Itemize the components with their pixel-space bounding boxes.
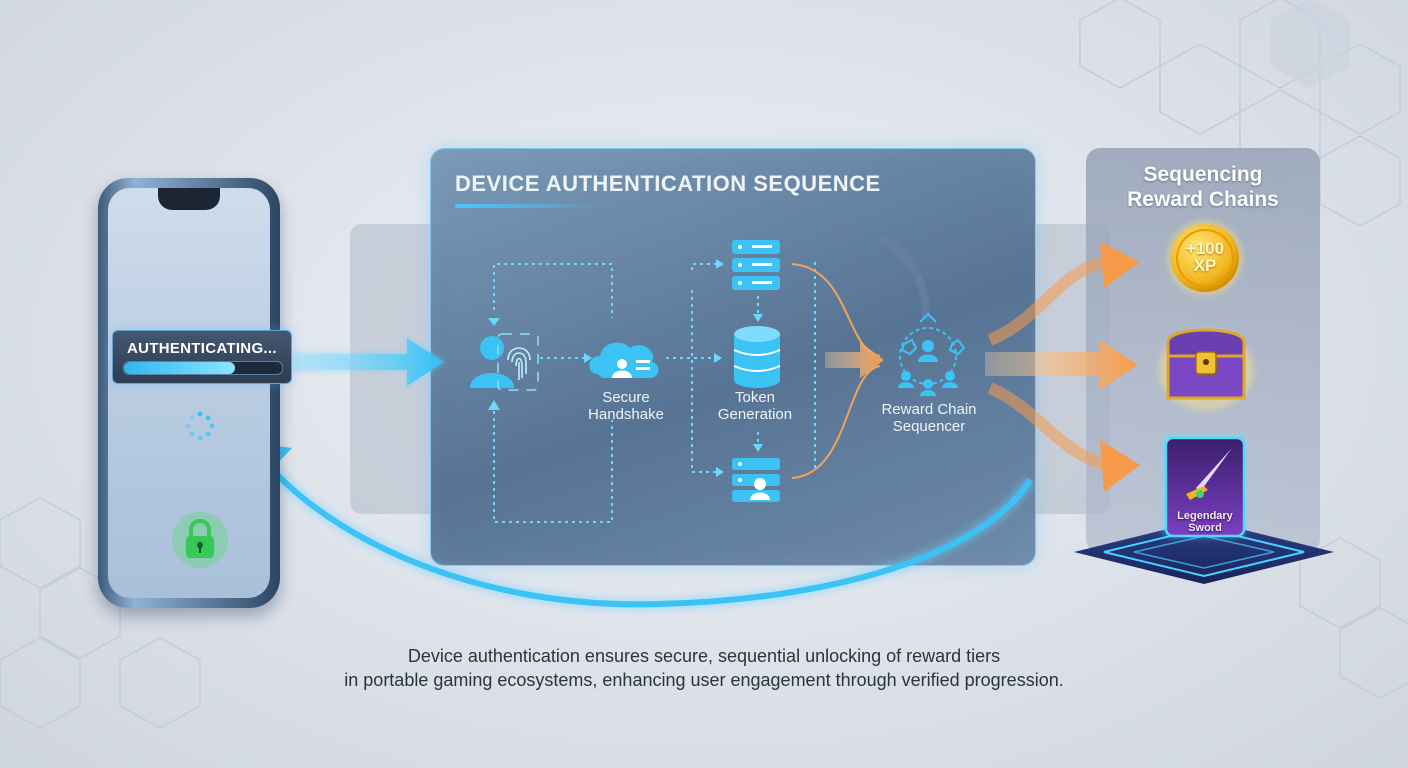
server-icon-top xyxy=(732,240,780,290)
token-line-1: Token xyxy=(734,389,776,406)
caption-line-1: Device authentication ensures secure, se… xyxy=(407,646,1001,666)
smartphone xyxy=(98,178,280,608)
fingerprint-user-icon xyxy=(470,333,539,391)
auth-progress-bar xyxy=(123,361,283,375)
node-label-handshake: Secure Handshake xyxy=(551,389,701,423)
return-arrow xyxy=(236,440,1036,612)
dotted-arrowheads xyxy=(488,259,763,477)
xp-coin-icon xyxy=(1167,220,1243,296)
reward-title-line-1: Sequencing xyxy=(1143,163,1263,186)
database-icon xyxy=(733,326,781,388)
network-users-figures xyxy=(898,340,958,396)
sequencer-line-1: Reward Chain xyxy=(881,401,977,418)
authenticating-label: AUTHENTICATING... xyxy=(127,340,277,357)
dotted-loop xyxy=(493,262,816,523)
node-label-token: Token Generation xyxy=(680,389,830,423)
phone-notch xyxy=(158,188,220,210)
cloud-user-icon xyxy=(589,342,659,378)
phone-screen-graphics xyxy=(172,411,228,568)
sequencer-line-2: Sequencer xyxy=(892,418,966,435)
server-user-icon xyxy=(732,458,780,502)
lock-icon xyxy=(172,512,228,568)
sword-line-2: Sword xyxy=(1188,522,1222,534)
arrow-to-panel xyxy=(292,334,446,390)
node-label-sequencer: Reward Chain Sequencer xyxy=(854,401,1004,435)
xp-label: +100 XP xyxy=(1170,240,1240,274)
handshake-line-1: Secure xyxy=(602,389,650,406)
spinner-icon xyxy=(185,411,215,441)
caption: Device authentication ensures secure, se… xyxy=(300,644,1108,692)
arrow-to-chest xyxy=(985,340,1138,390)
token-line-2: Generation xyxy=(717,406,793,423)
sword-card-icon xyxy=(1162,434,1246,538)
arrow-to-xp xyxy=(987,242,1140,346)
reward-title-line-2: Reward Chains xyxy=(1127,188,1279,211)
sword-line-1: Legendary xyxy=(1177,510,1233,522)
xp-line-2: XP xyxy=(1193,256,1217,275)
caption-line-2: in portable gaming ecosystems, enhancing… xyxy=(344,670,1064,690)
orange-arrow-to-sequencer xyxy=(825,342,884,378)
sword-label: Legendary Sword xyxy=(1166,510,1244,534)
arrow-to-sword xyxy=(987,382,1140,492)
panel-title: DEVICE AUTHENTICATION SEQUENCE xyxy=(455,171,881,196)
title-underline xyxy=(455,204,605,208)
handshake-line-2: Handshake xyxy=(588,406,664,423)
phone-screen xyxy=(108,188,270,598)
xp-line-1: +100 xyxy=(1185,239,1225,258)
hologram-platform xyxy=(1074,520,1334,584)
auth-progress-fill xyxy=(124,362,235,374)
reward-panel-title: Sequencing Reward Chains xyxy=(1086,162,1320,212)
authenticating-status: AUTHENTICATING... xyxy=(112,330,292,384)
treasure-chest-icon xyxy=(1158,328,1254,410)
